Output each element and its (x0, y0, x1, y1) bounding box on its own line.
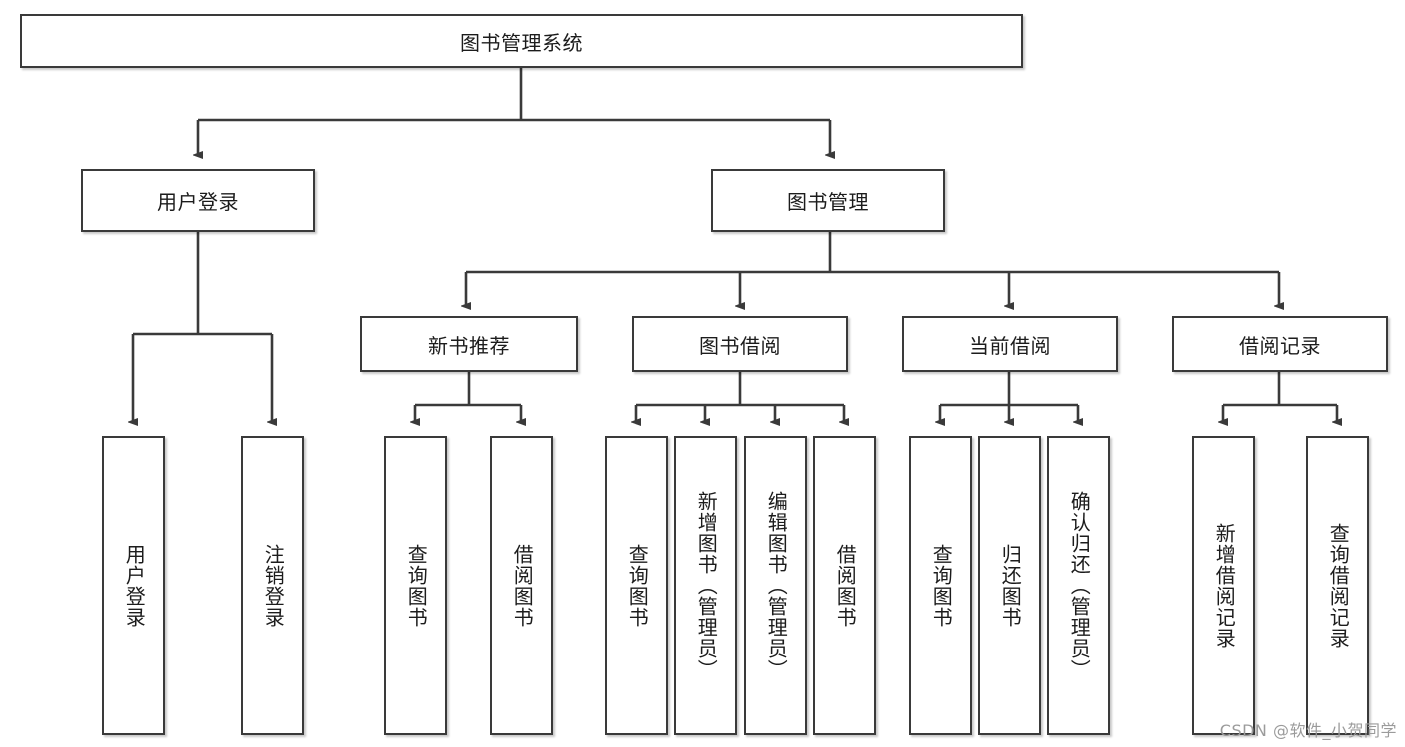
leaf-query-book-2-label: 查询图书 (625, 543, 650, 628)
leaf-query-record[interactable]: 查询借阅记录 (1306, 436, 1369, 735)
leaf-borrow-book-2-label: 借阅图书 (833, 543, 858, 628)
leaf-add-book[interactable]: 新增图书（管理员） (674, 436, 737, 735)
leaf-user-logout-label: 注销登录 (261, 543, 286, 628)
node-root-label: 图书管理系统 (460, 30, 583, 55)
node-new-book-rec-label: 新书推荐 (428, 333, 510, 358)
leaf-edit-book-label: 编辑图书（管理员） (764, 491, 789, 680)
leaf-query-book-2[interactable]: 查询图书 (605, 436, 668, 735)
node-book-manage-label: 图书管理 (787, 190, 869, 214)
leaf-return-book-label: 归还图书 (998, 543, 1023, 628)
node-book-borrow-label: 图书借阅 (699, 333, 781, 358)
leaf-edit-book[interactable]: 编辑图书（管理员） (744, 436, 807, 735)
leaf-borrow-book-1[interactable]: 借阅图书 (490, 436, 553, 735)
leaf-confirm-return[interactable]: 确认归还（管理员） (1047, 436, 1110, 735)
node-borrow-record[interactable]: 借阅记录 (1172, 316, 1388, 372)
node-borrow-record-label: 借阅记录 (1239, 333, 1321, 358)
leaf-user-logout[interactable]: 注销登录 (241, 436, 304, 735)
node-root[interactable]: 图书管理系统 (20, 14, 1023, 68)
node-book-manage[interactable]: 图书管理 (711, 169, 945, 232)
leaf-add-record-label: 新增借阅记录 (1212, 522, 1237, 649)
leaf-add-book-label: 新增图书（管理员） (694, 491, 719, 680)
leaf-add-record[interactable]: 新增借阅记录 (1192, 436, 1255, 735)
node-user-login[interactable]: 用户登录 (81, 169, 315, 232)
node-current-borrow-label: 当前借阅 (969, 333, 1051, 358)
leaf-return-book[interactable]: 归还图书 (978, 436, 1041, 735)
leaf-borrow-book-2[interactable]: 借阅图书 (813, 436, 876, 735)
leaf-borrow-book-1-label: 借阅图书 (510, 543, 535, 628)
node-current-borrow[interactable]: 当前借阅 (902, 316, 1118, 372)
leaf-query-book-3-label: 查询图书 (929, 543, 954, 628)
leaf-user-login[interactable]: 用户登录 (102, 436, 165, 735)
leaf-query-book-1[interactable]: 查询图书 (384, 436, 447, 735)
node-new-book-rec[interactable]: 新书推荐 (360, 316, 578, 372)
leaf-query-record-label: 查询借阅记录 (1326, 522, 1351, 649)
watermark: CSDN @软件_小贺同学 (1219, 721, 1397, 740)
node-book-borrow[interactable]: 图书借阅 (632, 316, 848, 372)
leaf-query-book-1-label: 查询图书 (404, 543, 429, 628)
leaf-user-login-label: 用户登录 (122, 543, 147, 628)
node-user-login-label: 用户登录 (157, 190, 239, 214)
leaf-confirm-return-label: 确认归还（管理员） (1067, 491, 1092, 680)
leaf-query-book-3[interactable]: 查询图书 (909, 436, 972, 735)
